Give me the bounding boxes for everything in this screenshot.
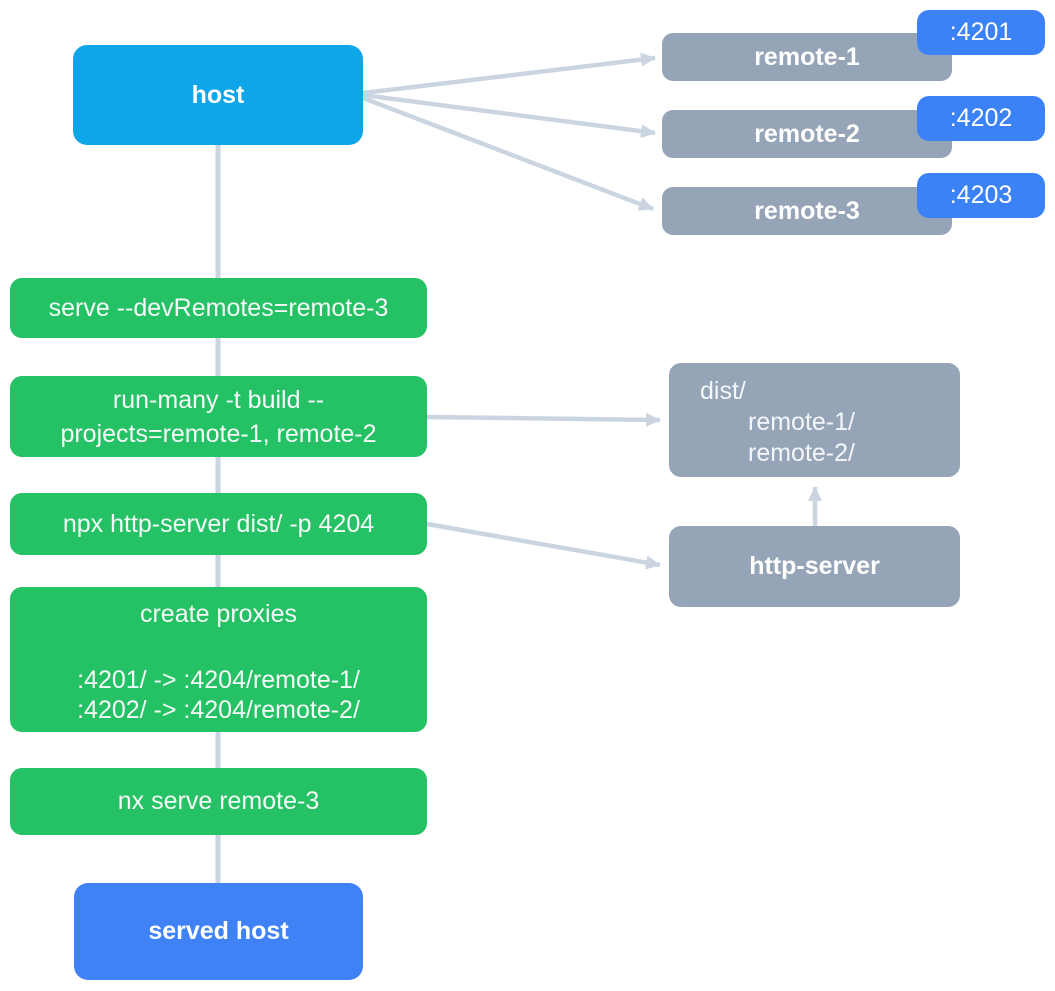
remote-3-node: remote-3 bbox=[662, 187, 952, 235]
dist-folder-title: dist/ bbox=[700, 377, 746, 405]
remote-1-label: remote-1 bbox=[754, 42, 860, 71]
command-run-many-build: run-many -t build -- projects=remote-1, … bbox=[10, 376, 427, 457]
http-server-node: http-server bbox=[669, 526, 960, 607]
port-badge-4203: :4203 bbox=[917, 173, 1045, 218]
arrow-host-to-remote-1 bbox=[362, 52, 656, 96]
arrow-run-many-to-dist bbox=[426, 412, 661, 427]
command-npx-http-server-label: npx http-server dist/ -p 4204 bbox=[62, 509, 375, 538]
arrow-http-cmd-to-http-server bbox=[426, 521, 661, 570]
port-badge-4201: :4201 bbox=[917, 10, 1045, 55]
remote-1-node: remote-1 bbox=[662, 33, 952, 81]
remote-2-label: remote-2 bbox=[754, 119, 860, 148]
remote-2-node: remote-2 bbox=[662, 110, 952, 158]
served-host-label: served host bbox=[148, 917, 289, 945]
port-4203-label: :4203 bbox=[949, 181, 1013, 209]
create-proxies-title: create proxies bbox=[139, 600, 298, 628]
port-4202-label: :4202 bbox=[949, 104, 1013, 132]
command-serve-dev-remotes: serve --devRemotes=remote-3 bbox=[10, 278, 427, 338]
command-npx-http-server: npx http-server dist/ -p 4204 bbox=[10, 493, 427, 555]
dist-entry-remote-1: remote-1/ bbox=[748, 408, 855, 436]
command-nx-serve-remote-3: nx serve remote-3 bbox=[10, 768, 427, 835]
command-create-proxies: create proxies :4201/ -> :4204/remote-1/… bbox=[10, 587, 427, 732]
served-host-node: served host bbox=[74, 883, 363, 980]
http-server-label: http-server bbox=[749, 552, 880, 580]
command-nx-serve-label: nx serve remote-3 bbox=[117, 787, 320, 815]
port-badge-4202: :4202 bbox=[917, 96, 1045, 141]
host-node: host bbox=[73, 45, 363, 145]
dist-entry-remote-2: remote-2/ bbox=[748, 439, 855, 467]
command-run-many-line-2: projects=remote-1, remote-2 bbox=[60, 419, 377, 448]
proxy-mapping-4202: :4202/ -> :4204/remote-2/ bbox=[77, 696, 360, 724]
command-serve-label: serve --devRemotes=remote-3 bbox=[48, 293, 389, 322]
dist-folder-node: dist/ remote-1/ remote-2/ bbox=[669, 363, 960, 477]
command-run-many-line-1: run-many -t build -- bbox=[112, 385, 325, 414]
arrow-host-to-remote-2 bbox=[362, 92, 656, 139]
arrow-host-to-remote-3 bbox=[362, 95, 654, 212]
proxy-mapping-4201: :4201/ -> :4204/remote-1/ bbox=[77, 666, 360, 694]
port-4201-label: :4201 bbox=[949, 18, 1013, 46]
remote-3-label: remote-3 bbox=[754, 196, 860, 225]
host-label: host bbox=[191, 80, 245, 109]
